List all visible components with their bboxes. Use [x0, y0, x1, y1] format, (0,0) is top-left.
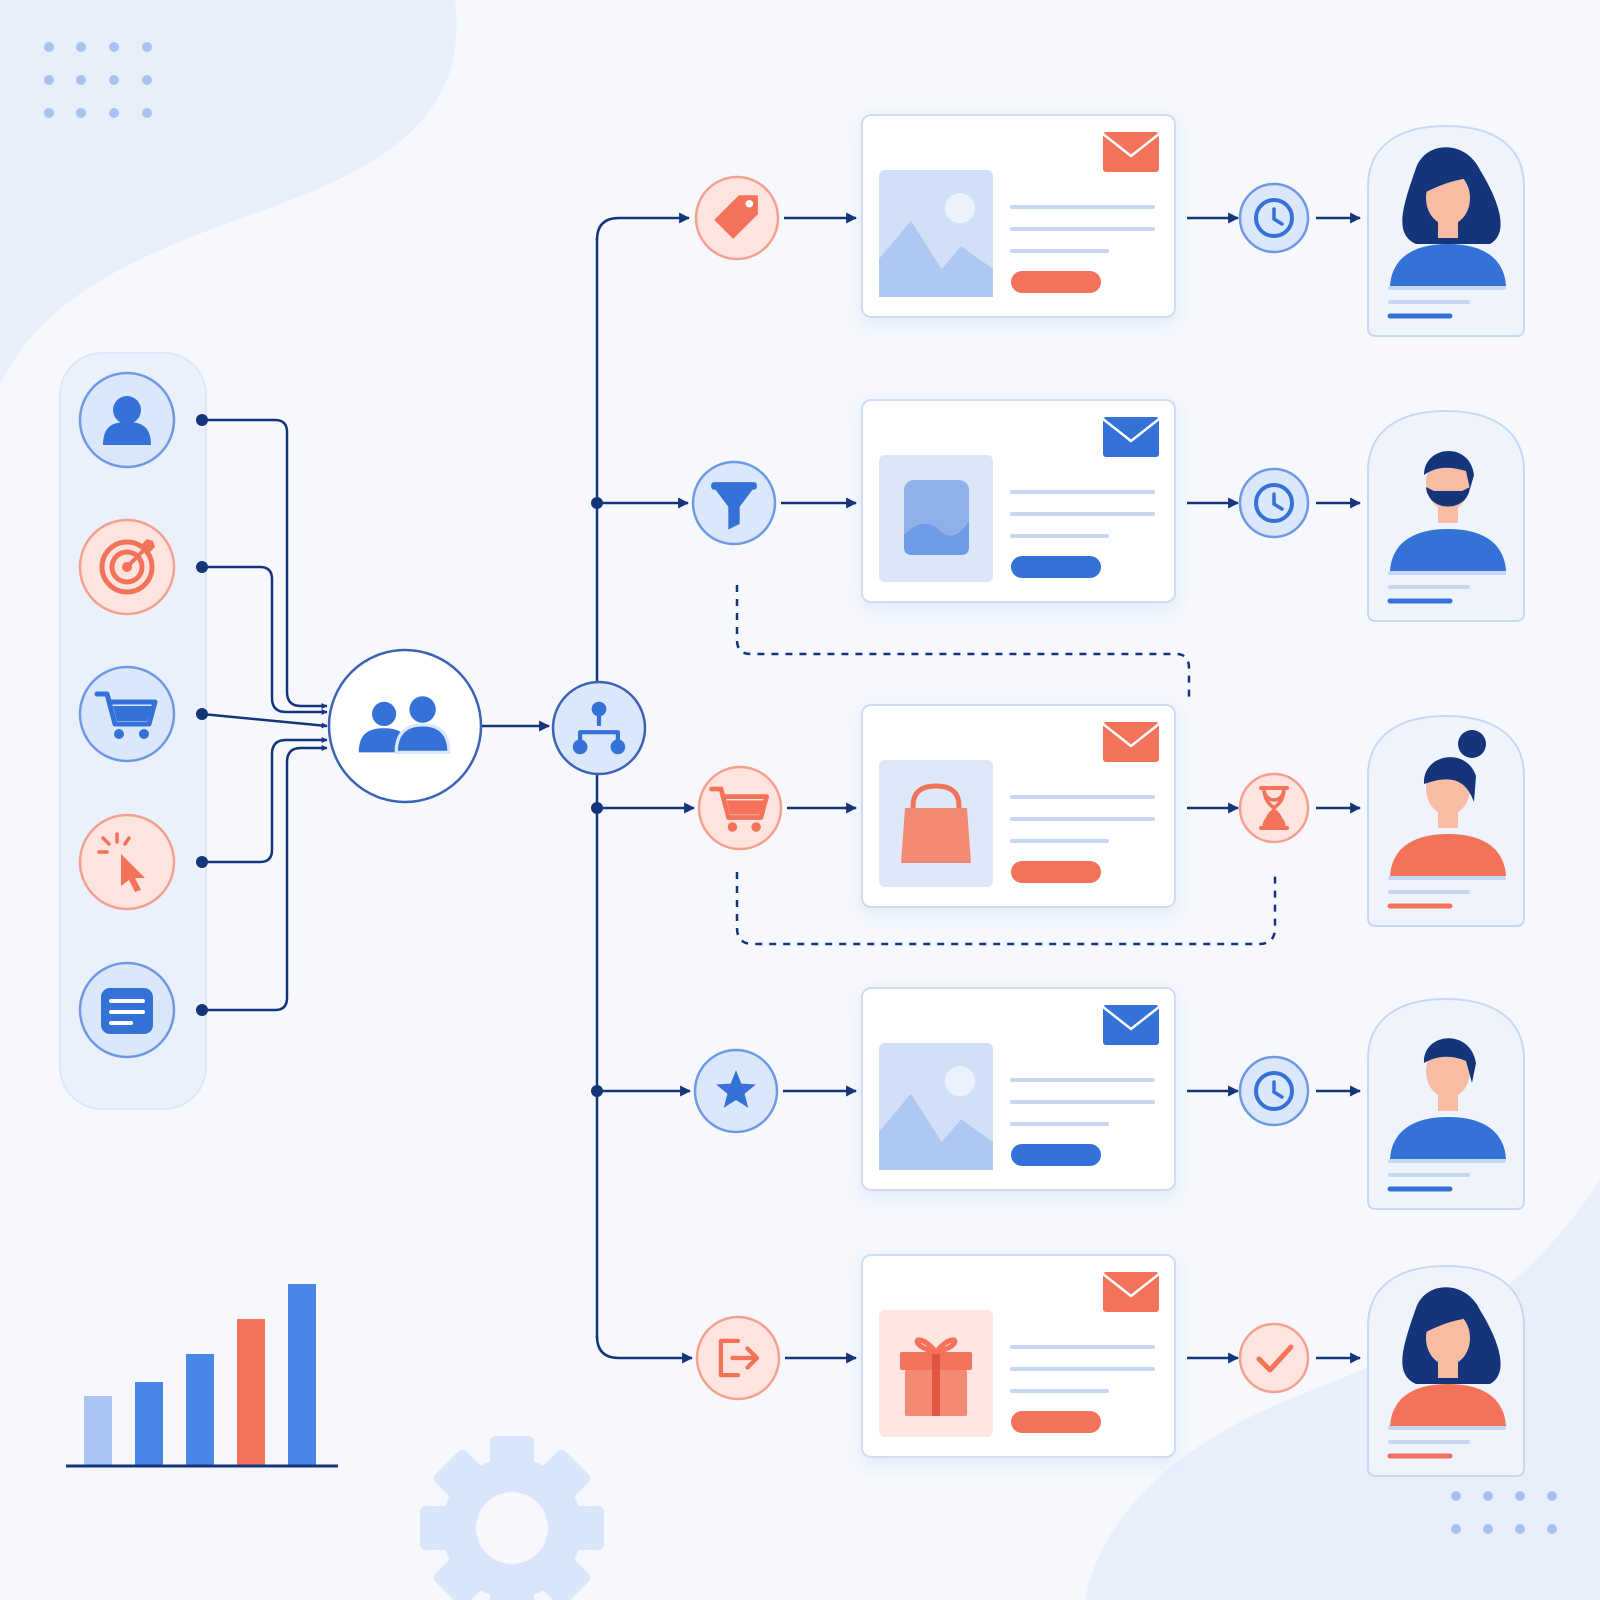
persona-card[interactable]: [1367, 997, 1525, 1210]
target-icon: [99, 539, 155, 595]
source-connector: [202, 418, 328, 709]
bar-chart: [66, 1284, 338, 1468]
chart-bar: [288, 1284, 316, 1466]
wait-node[interactable]: [1238, 182, 1310, 254]
journey-row: [695, 1254, 1525, 1477]
source-node[interactable]: [78, 371, 176, 469]
text-line-placeholder: [1388, 876, 1506, 894]
cta-button-placeholder[interactable]: [1011, 1144, 1101, 1166]
hourglass-icon: [1259, 786, 1289, 830]
shopping-cart-icon: [94, 691, 158, 739]
clock-icon: [1254, 198, 1294, 238]
journey-row: [691, 399, 1525, 622]
text-line-placeholder: [1388, 1159, 1506, 1177]
exit-icon: [718, 1338, 760, 1378]
email-card[interactable]: [861, 704, 1176, 908]
avatar: [1390, 730, 1506, 876]
cta-button-placeholder[interactable]: [1011, 861, 1101, 883]
trigger-node[interactable]: [695, 1315, 781, 1401]
source-node[interactable]: [78, 813, 176, 911]
audience-group-icon: [358, 696, 451, 755]
envelope-icon: [1102, 722, 1160, 762]
connectors: [196, 212, 1277, 1364]
avatar: [1390, 147, 1506, 286]
star-icon: [716, 1070, 756, 1108]
source-connector: [201, 712, 328, 729]
gear-icon: [420, 1436, 604, 1600]
clock-icon: [1254, 483, 1294, 523]
branch-connector: [595, 212, 691, 241]
envelope-icon: [1102, 417, 1160, 457]
chart-bar: [186, 1354, 214, 1466]
envelope-icon: [1102, 1272, 1160, 1312]
trigger-node[interactable]: [693, 1048, 779, 1134]
dot-grid-bottom-right: [1451, 1491, 1557, 1534]
wait-node[interactable]: [1238, 1322, 1310, 1394]
source-connector: [202, 565, 328, 715]
branch-connector: [595, 1335, 694, 1364]
text-line-placeholder: [1388, 571, 1506, 589]
clock-icon: [1254, 1071, 1294, 1111]
source-node[interactable]: [78, 665, 176, 763]
email-card[interactable]: [861, 1254, 1176, 1458]
email-card[interactable]: [861, 987, 1176, 1191]
email-card[interactable]: [861, 114, 1176, 318]
cta-button-placeholder[interactable]: [1011, 556, 1101, 578]
envelope-icon: [1102, 132, 1160, 172]
wait-node[interactable]: [1238, 772, 1310, 844]
chart-bar: [237, 1319, 265, 1466]
avatar: [1390, 450, 1506, 571]
source-connector: [202, 737, 328, 864]
wait-node[interactable]: [1238, 467, 1310, 539]
branch-splitter[interactable]: [551, 680, 647, 776]
cursor-click-icon: [97, 832, 145, 892]
form-icon: [101, 988, 153, 1034]
email-card[interactable]: [861, 399, 1176, 603]
nodes: [78, 114, 1525, 1477]
trigger-node[interactable]: [697, 765, 783, 851]
chart-bar: [84, 1396, 112, 1466]
checkmark-icon: [1256, 1344, 1294, 1373]
trigger-node[interactable]: [691, 460, 777, 546]
text-line-placeholder: [1388, 286, 1506, 304]
persona-card[interactable]: [1367, 409, 1525, 622]
funnel-icon: [711, 482, 757, 530]
journey-row: [697, 704, 1525, 927]
dot-grid-top-left: [44, 42, 152, 118]
tag-icon: [714, 195, 758, 239]
envelope-icon: [1102, 1005, 1160, 1045]
audience-hub[interactable]: [327, 648, 483, 804]
avatar: [1390, 1038, 1506, 1159]
journey-row: [693, 987, 1525, 1210]
chart-bar: [135, 1382, 163, 1466]
journey-row: [694, 114, 1525, 337]
source-node[interactable]: [78, 518, 176, 616]
persona-card[interactable]: [1367, 714, 1525, 927]
source-node[interactable]: [78, 961, 176, 1059]
wait-node[interactable]: [1238, 1055, 1310, 1127]
persona-card[interactable]: [1367, 124, 1525, 337]
dashed-loop-connector: [735, 872, 1277, 946]
cta-button-placeholder[interactable]: [1011, 1411, 1101, 1433]
trigger-node[interactable]: [694, 175, 780, 261]
branch-split-icon: [572, 701, 626, 755]
cta-button-placeholder[interactable]: [1011, 271, 1101, 293]
text-line-placeholder: [1388, 1426, 1506, 1444]
shopping-cart-icon: [709, 786, 769, 832]
source-connector: [202, 745, 328, 1012]
avatar: [1390, 1287, 1506, 1426]
dashed-loop-connector: [735, 585, 1191, 700]
user-icon: [103, 396, 151, 445]
persona-card[interactable]: [1367, 1264, 1525, 1477]
